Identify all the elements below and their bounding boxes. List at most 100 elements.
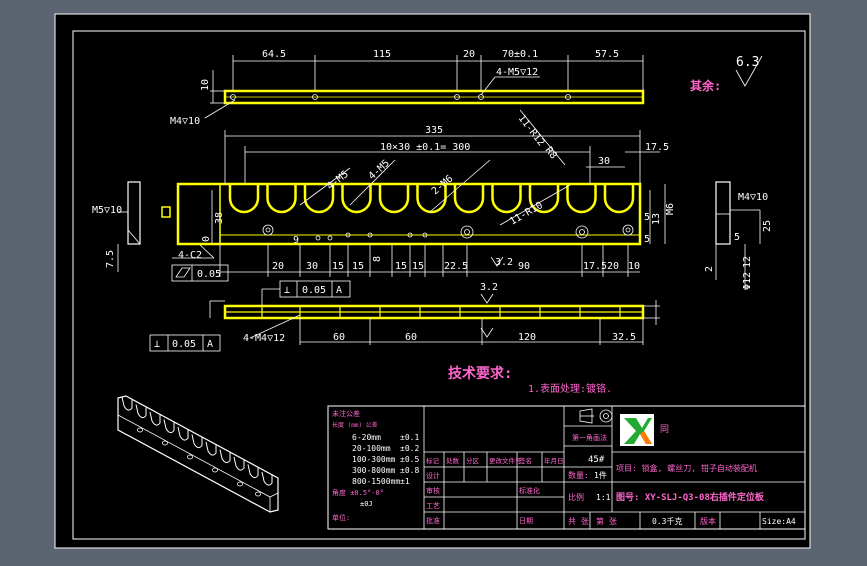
front-dim-label: 10×30 ±0.1= 300 [380, 142, 470, 153]
tol-header: 长度 (mm) 公差 [332, 421, 378, 429]
top-dim-label: 70±0.1 [502, 49, 538, 60]
tol-value: ±0.5 [400, 455, 419, 464]
bottom-dim-label: 32.5 [612, 332, 636, 343]
flatness-value: 0.05 [197, 269, 221, 280]
iso-slot [177, 426, 189, 441]
tol-range: 800-1500mm [352, 477, 400, 486]
scale-label: 比例 [568, 492, 584, 502]
tb-row-label: 批准 [426, 516, 440, 525]
front-dim-label: 15 [395, 261, 407, 272]
iso-slot [163, 419, 175, 434]
right-dim-label: 12 [742, 256, 753, 268]
front-dim-label: 38 [214, 212, 225, 224]
iso-slot [191, 434, 203, 449]
projection-group: 第一角画法 [572, 433, 607, 442]
iso-slot [261, 471, 273, 486]
tb-row-label: 审核 [426, 486, 440, 495]
tol-value: ±0.1 [400, 433, 419, 442]
scale-value: 1:1 [596, 493, 611, 502]
tol-range: 300-800mm [352, 466, 396, 475]
front-dim-label: 8 [372, 256, 383, 262]
top-dim-label: 20 [463, 49, 475, 60]
tech-requirements: 技术要求: 1.表面处理:镀铬. [448, 365, 612, 395]
right-side-view[interactable]: M4▽10 25 12 2 Φ12 5 [704, 181, 773, 290]
iso-hole [137, 427, 143, 433]
bottom-dim-label: 120 [518, 332, 536, 343]
front-dim-label: 3.2 [495, 257, 513, 268]
inner-border [72, 30, 806, 540]
quantity-label: 数量: [568, 470, 589, 480]
iso-slot [149, 411, 161, 426]
right-dim-label: 5 [734, 232, 740, 243]
isometric-outline[interactable] [117, 395, 279, 513]
front-dim-label: 15 [332, 261, 344, 272]
iso-hole [255, 491, 261, 497]
front-dim-label: 5 [644, 212, 650, 223]
iso-hole [237, 481, 243, 487]
company-logo [620, 414, 654, 446]
tol-range: 6-20mm [352, 433, 381, 442]
top-dim-label: 57.5 [595, 49, 619, 60]
hole-mark [312, 94, 318, 100]
front-dim-label: 30 [598, 156, 610, 167]
tol-range: 20-100mm [352, 444, 391, 453]
tb-row-label: 工艺 [426, 502, 440, 510]
left-side-view[interactable]: M5▽10 7.5 [92, 181, 141, 272]
version-label: 版本 [700, 516, 716, 526]
tol-value: ±1 [400, 477, 410, 486]
left-side-outline[interactable] [127, 181, 141, 245]
tol-value: ±0.8 [400, 466, 419, 475]
iso-hole [162, 440, 168, 446]
iso-slot [233, 456, 245, 471]
front-dim-label: 30 [306, 261, 318, 272]
right-dim-label: Φ12 [742, 272, 753, 290]
tb-right-label: 日期 [519, 517, 533, 525]
perp-value: 0.05 [172, 339, 196, 350]
u-slot [341, 184, 372, 214]
tol-range: 100-300mm [352, 455, 396, 464]
front-dim-label: 15 [412, 261, 424, 272]
front-dim-label: 17.5 [645, 142, 669, 153]
right-side-outline[interactable] [715, 181, 731, 245]
tol-angle: 角度 ±0.5°-0° [332, 488, 384, 497]
tb-right-label: 标准化 [519, 486, 540, 495]
hole-mark [565, 94, 571, 100]
right-dim-label: M4▽10 [738, 192, 768, 203]
bottom-view[interactable]: ⊥ 0.05 A 3.2 4-M4▽12 60 60 120 32.5 ⊥ 0.… [149, 280, 660, 352]
tb-header: 签名 [519, 456, 532, 465]
left-dim-label: 7.5 [105, 250, 116, 268]
roughness-label: 其余: [690, 78, 721, 93]
right-dim-label: 2 [704, 266, 715, 272]
iso-slot [219, 449, 231, 464]
bottom-dim-label: 60 [333, 332, 345, 343]
right-dim-label: 25 [762, 220, 773, 232]
datum-label: A [336, 285, 342, 296]
front-dim-label: 0 [201, 236, 212, 242]
sheet-total: 共 张 [568, 517, 589, 526]
isometric-view[interactable] [117, 395, 279, 513]
front-dim-label: 13 [651, 213, 662, 225]
u-slot [266, 184, 297, 214]
front-view[interactable]: 335 10×30 ±0.1= 300 17.5 30 4-M5 4-M5 2-… [161, 109, 676, 282]
front-dim-label: 15 [352, 261, 364, 272]
tol-unit: ±0J [360, 500, 373, 508]
bottom-dim-label: 60 [405, 332, 417, 343]
u-slot [603, 184, 635, 214]
datum-label: A [207, 339, 213, 350]
roughness-value: 6.3 [736, 55, 759, 70]
front-view-outline[interactable] [176, 182, 642, 246]
title-block[interactable]: 未注公差 长度 (mm) 公差 6-20mm±0.120-100mm±0.210… [327, 405, 806, 530]
u-slot [416, 184, 447, 214]
front-dim-label: 335 [425, 125, 443, 136]
top-dim-label: 4-M5▽12 [496, 67, 538, 78]
weight-value: 0.3千克 [652, 516, 682, 526]
front-dim-label: 4-C2 [178, 250, 202, 261]
top-view[interactable]: 64.5 115 20 70±0.1 57.5 10 4-M5▽12 M4▽10 [170, 49, 645, 127]
front-dim-label: 17.5 [583, 261, 607, 272]
u-slot [228, 184, 260, 214]
drawing-number: 图号: XY-SLJ-Q3-08右插件定位板 [616, 491, 765, 503]
iso-slot [205, 441, 217, 456]
tol-value: ±0.2 [400, 444, 419, 453]
